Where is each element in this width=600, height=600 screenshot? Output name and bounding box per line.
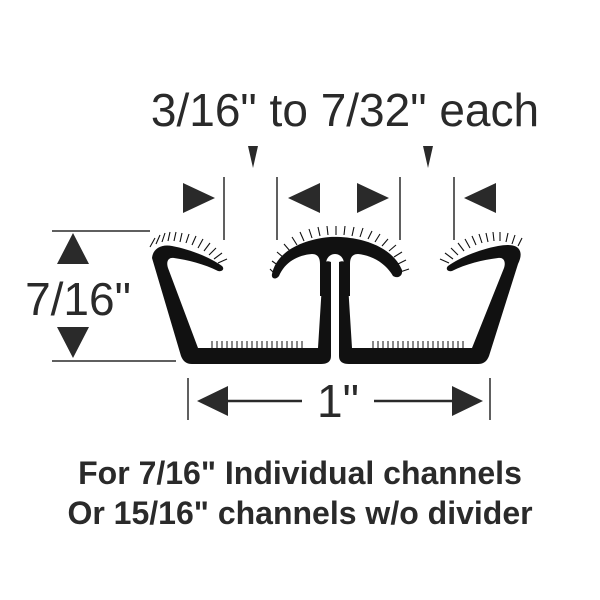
right-channel-body <box>339 244 521 364</box>
left-pointer-arrow <box>248 146 258 168</box>
caption-line-1: For 7/16" Individual channels <box>78 455 522 491</box>
left-channel-body <box>152 245 331 364</box>
height-arrow-up <box>57 233 89 264</box>
width-arrow-left <box>197 386 228 416</box>
left-opening-arrow-left <box>288 183 320 213</box>
height-dimension-label: 7/16" <box>25 273 131 325</box>
right-pointer-arrow <box>423 146 433 168</box>
left-opening-arrow-right <box>183 183 215 213</box>
caption-line-2: Or 15/16" channels w/o divider <box>67 495 532 531</box>
width-dimension: 1" <box>187 375 491 427</box>
top-dimension-label: 3/16" to 7/32" each <box>151 84 539 136</box>
height-arrow-down <box>57 327 89 358</box>
height-dimension: 7/16" <box>25 230 176 362</box>
channel-profile <box>149 225 523 364</box>
left-lip-bristles <box>149 231 228 264</box>
center-bulb <box>271 236 403 296</box>
right-opening-arrow-right <box>357 183 389 213</box>
center-bulb-bristles <box>269 225 410 276</box>
right-opening-arrow-left <box>464 183 496 213</box>
right-lip-bristles <box>439 231 523 264</box>
channel-opening-markers <box>183 177 496 240</box>
width-arrow-right <box>452 386 483 416</box>
width-dimension-label: 1" <box>317 375 359 427</box>
